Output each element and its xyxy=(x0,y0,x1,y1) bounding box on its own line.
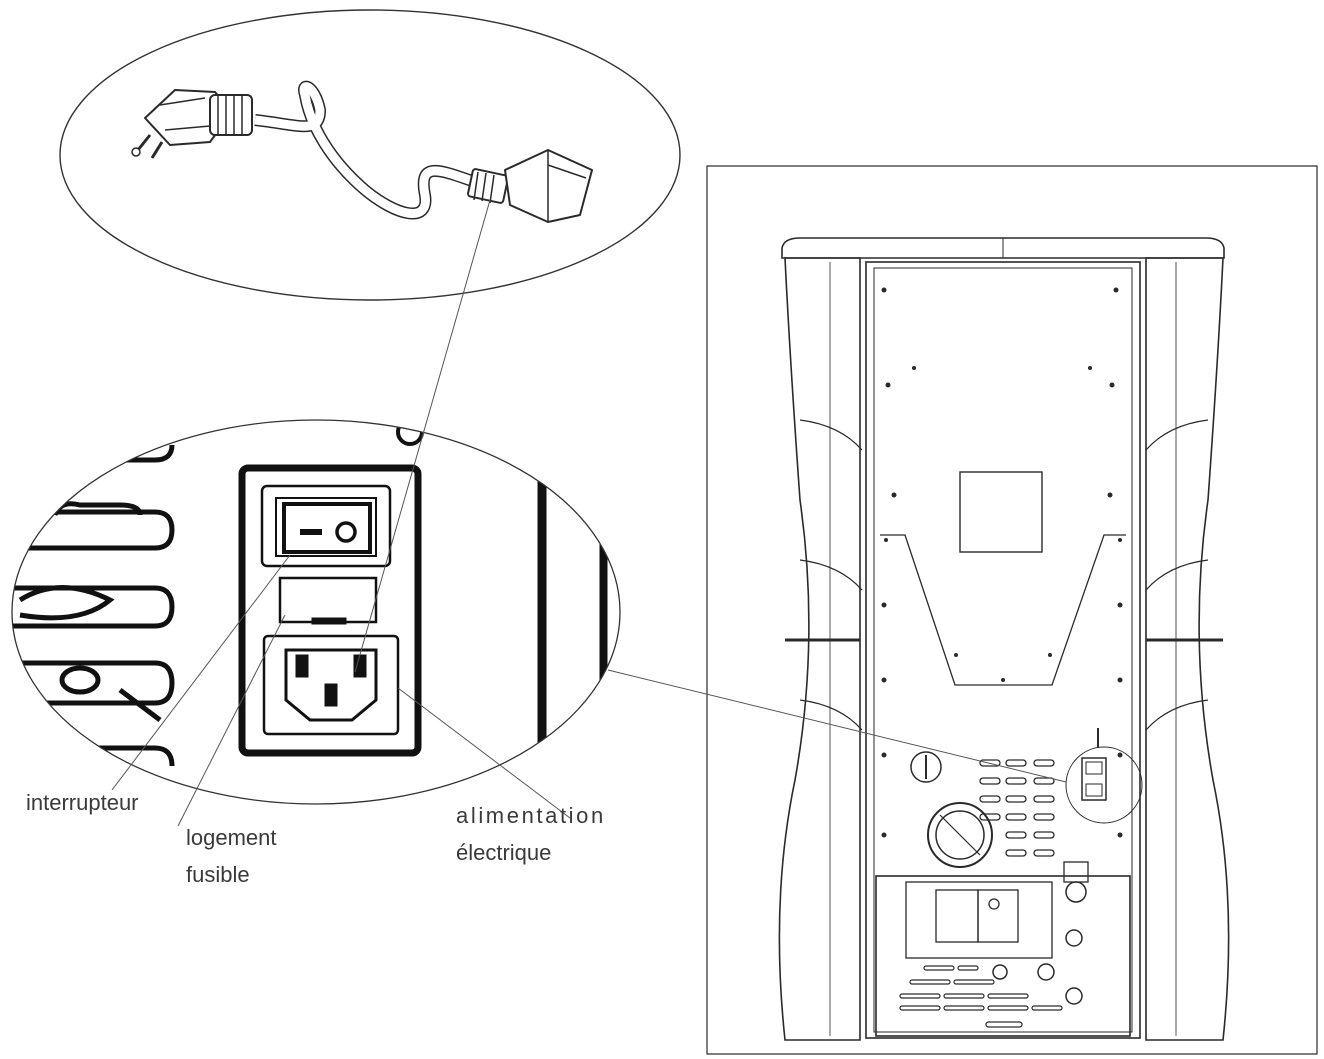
stove-view-frame xyxy=(706,165,1318,1055)
power-label-line1: alimentation xyxy=(456,803,606,828)
leader-lines xyxy=(111,199,1067,827)
pellet-stove-rear-icon xyxy=(778,237,1230,1041)
fuse-label-line1: logement xyxy=(186,825,277,850)
power-label-line2: électrique xyxy=(456,840,551,865)
fuse-leader xyxy=(177,614,286,827)
stove-socket-callout-circle xyxy=(1065,746,1143,824)
switch-leader xyxy=(111,554,291,791)
socket-zoom-ellipse xyxy=(11,419,621,805)
power-cord-icon xyxy=(131,80,593,223)
vent-slots xyxy=(979,759,1055,857)
socket-zoom-callout xyxy=(11,419,621,805)
panel-screws xyxy=(881,287,1123,838)
labels: interrupteur logement fusible alimentati… xyxy=(26,790,606,887)
fuse-drawer-icon xyxy=(278,576,378,625)
cord-to-socket-line xyxy=(354,199,491,673)
rocker-switch-icon xyxy=(260,484,392,568)
cord-callout-ellipse xyxy=(59,9,681,301)
cord-callout xyxy=(59,9,681,301)
socket-module xyxy=(238,464,422,757)
switch-label: interrupteur xyxy=(26,790,139,815)
fuse-label-line2: fusible xyxy=(186,862,250,887)
zoom-to-stove-line xyxy=(607,669,1067,783)
stove-rear-view xyxy=(706,165,1318,1055)
iec-socket-icon xyxy=(262,634,400,736)
power-leader xyxy=(397,687,571,819)
